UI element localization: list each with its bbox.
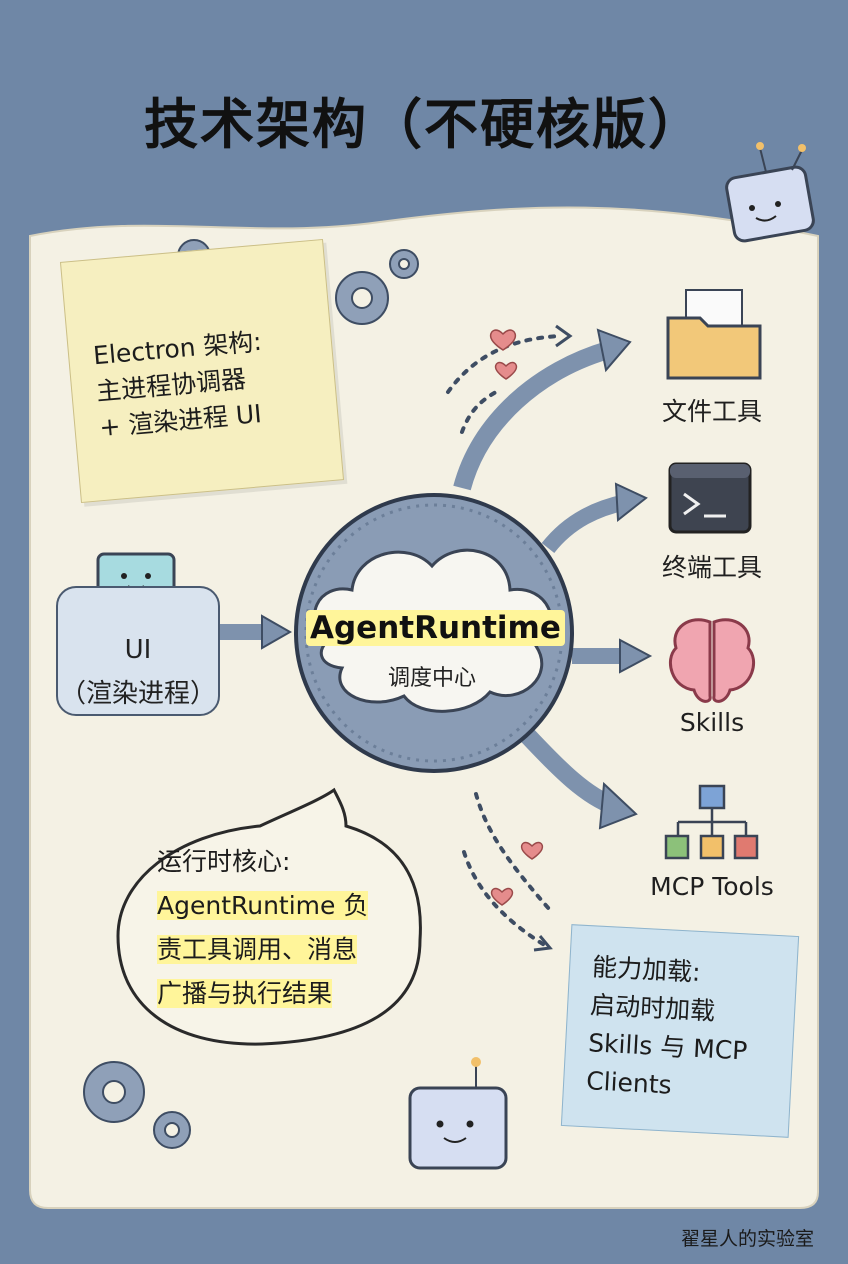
bubble-heading: 运行时核心: (157, 847, 291, 876)
bubble-line: AgentRuntime 负 (157, 891, 369, 920)
gear-icon (83, 249, 419, 1149)
ui-box-label: UI （渲染进程） (56, 618, 220, 716)
dotted-arrowhead-top (555, 324, 573, 348)
arrow-ui-to-hub (218, 614, 293, 650)
tool-label-file: 文件工具 (661, 397, 762, 426)
ui-box-line: UI (124, 635, 152, 665)
credit-label: 翟星人的实验室 (680, 1228, 814, 1250)
robot-icon (408, 1057, 508, 1170)
folder-icon (666, 289, 762, 380)
bubble-line: 广播与执行结果 (157, 979, 333, 1008)
ui-box-line: （渲染进程） (59, 679, 216, 709)
tool-label-skills: Skills (679, 708, 745, 737)
tool-label-mcp: MCP Tools (650, 872, 774, 901)
hub-name: AgentRuntime (306, 610, 565, 646)
hub-subtitle: 调度中心 (387, 666, 476, 691)
brain-icon (668, 618, 756, 703)
bubble-line: 责工具调用、消息 (157, 935, 358, 964)
arrows-hub-to-tools (453, 328, 653, 830)
page-title: 技术架构（不硬核版） (144, 93, 704, 156)
heart-icons (489, 329, 544, 906)
network-icon (664, 784, 759, 860)
sticky-note-capability: 能力加载: 启动时加载 Skills 与 MCP Clients (560, 924, 800, 1138)
terminal-icon (668, 462, 752, 534)
dotted-arrowhead-bottom (533, 935, 553, 952)
robot-icon (725, 142, 815, 243)
dotted-arrows (446, 334, 562, 948)
ui-render-process-box (56, 586, 220, 716)
bubble-text: 运行时核心: AgentRuntime 负 责工具调用、消息 广播与执行结果 (157, 840, 407, 1016)
tool-label-terminal: 终端工具 (661, 553, 762, 582)
sticky-note-electron: Electron 架构: 主进程协调器 + 渲染进程 UI (59, 238, 345, 504)
